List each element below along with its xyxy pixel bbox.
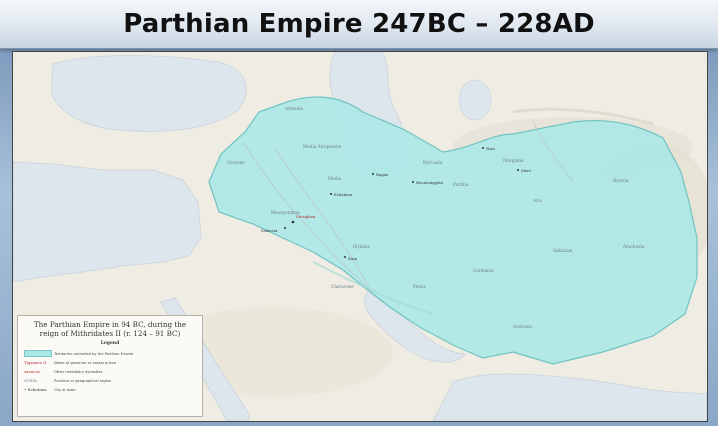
oxus-river — [532, 121, 574, 183]
legend-row: SYRIA Province or geographical region — [24, 376, 196, 385]
legend-heading: Legend — [100, 341, 120, 346]
legend-desc: Territories controlled by the Parthian E… — [54, 351, 134, 356]
city-dot — [291, 220, 295, 224]
map-svg: Armenia Media Atropatene Media Hyrcania … — [13, 52, 707, 421]
legend-symbol: • Ecbatana — [24, 387, 47, 392]
label-media: Media — [328, 176, 342, 181]
euphrates-river — [242, 141, 372, 293]
label-mesopotamia: Mesopotamia — [271, 210, 300, 215]
city-dot — [372, 173, 374, 175]
label-ragae: Ragae — [376, 172, 389, 177]
legend-row: Territories controlled by the Parthian E… — [24, 349, 196, 358]
legend-symbol: Arsaces — [24, 369, 40, 374]
label-sakastan: Sakastan — [553, 248, 573, 253]
legend-row: Arsaces Other hereditary dynasties — [24, 367, 196, 376]
label-aria: Aria — [532, 198, 542, 203]
label-elymais: Elymais — [353, 244, 370, 249]
label-persis: Persis — [413, 284, 426, 289]
mediterranean-sea — [13, 161, 202, 283]
persian-gulf — [364, 289, 466, 363]
label-arachosia: Arachosia — [622, 244, 645, 249]
label-characene: Characene — [331, 284, 354, 289]
title-bar: Parthian Empire 247BC – 228AD — [0, 0, 718, 49]
label-nisa: Nisa — [486, 146, 495, 151]
legend-title: The Parthian Empire in 94 BC, during the… — [33, 320, 187, 338]
aral-sea — [458, 79, 492, 121]
region-labels: Armenia Media Atropatene Media Hyrcania … — [227, 106, 645, 329]
label-gedrosia: Gedrosia — [513, 324, 533, 329]
city-dot — [482, 147, 484, 149]
label-carmania: Carmania — [473, 268, 494, 273]
legend-desc: Other hereditary dynasties — [54, 369, 103, 374]
city-dot — [330, 193, 332, 195]
map-legend: The Parthian Empire in 94 BC, during the… — [17, 315, 203, 417]
black-sea — [50, 55, 247, 132]
label-ctesiphon: Ctesiphon — [296, 214, 316, 219]
legend-desc: City or town — [54, 387, 76, 392]
legend-symbol: Tigranes II — [24, 360, 47, 365]
label-hecatompylos: Hecatompylos — [416, 180, 443, 185]
label-seleucia: Seleucia — [261, 228, 278, 233]
zagros-mountains — [312, 261, 434, 315]
label-susa: Susa — [348, 256, 358, 261]
empire-swatch — [24, 350, 52, 357]
arabian-sea — [432, 373, 707, 421]
city-dot — [284, 227, 286, 229]
city-dot — [412, 181, 414, 183]
label-media-atropatene: Media Atropatene — [303, 144, 342, 149]
label-armenia: Armenia — [284, 106, 304, 111]
legend-row: • Ecbatana City or town — [24, 385, 196, 394]
label-parthia: Parthia — [453, 182, 469, 187]
city-dot — [517, 169, 519, 171]
label-merv: Merv — [521, 168, 532, 173]
legend-desc: Name of governor or vassal prince — [54, 360, 117, 365]
parthian-empire-territory — [208, 96, 698, 365]
legend-row: Tigranes II Name of governor or vassal p… — [24, 358, 196, 367]
tigris-river — [274, 147, 372, 293]
city-labels: Ctesiphon Seleucia Ecbatana Ragae Hecato… — [261, 146, 532, 261]
label-hyrcania: Hyrcania — [423, 160, 443, 165]
city-dot — [344, 256, 346, 258]
label-osroene: Osroene — [227, 160, 245, 165]
label-bactria: Bactria — [613, 178, 629, 183]
label-margiana: Margiana — [503, 158, 524, 163]
legend-desc: Province or geographical region — [54, 378, 112, 383]
map-frame: Armenia Media Atropatene Media Hyrcania … — [12, 51, 708, 422]
label-ecbatana: Ecbatana — [334, 192, 353, 197]
legend-symbol: SYRIA — [24, 378, 37, 383]
mountain-range — [512, 107, 654, 126]
page-title: Parthian Empire 247BC – 228AD — [123, 9, 595, 39]
